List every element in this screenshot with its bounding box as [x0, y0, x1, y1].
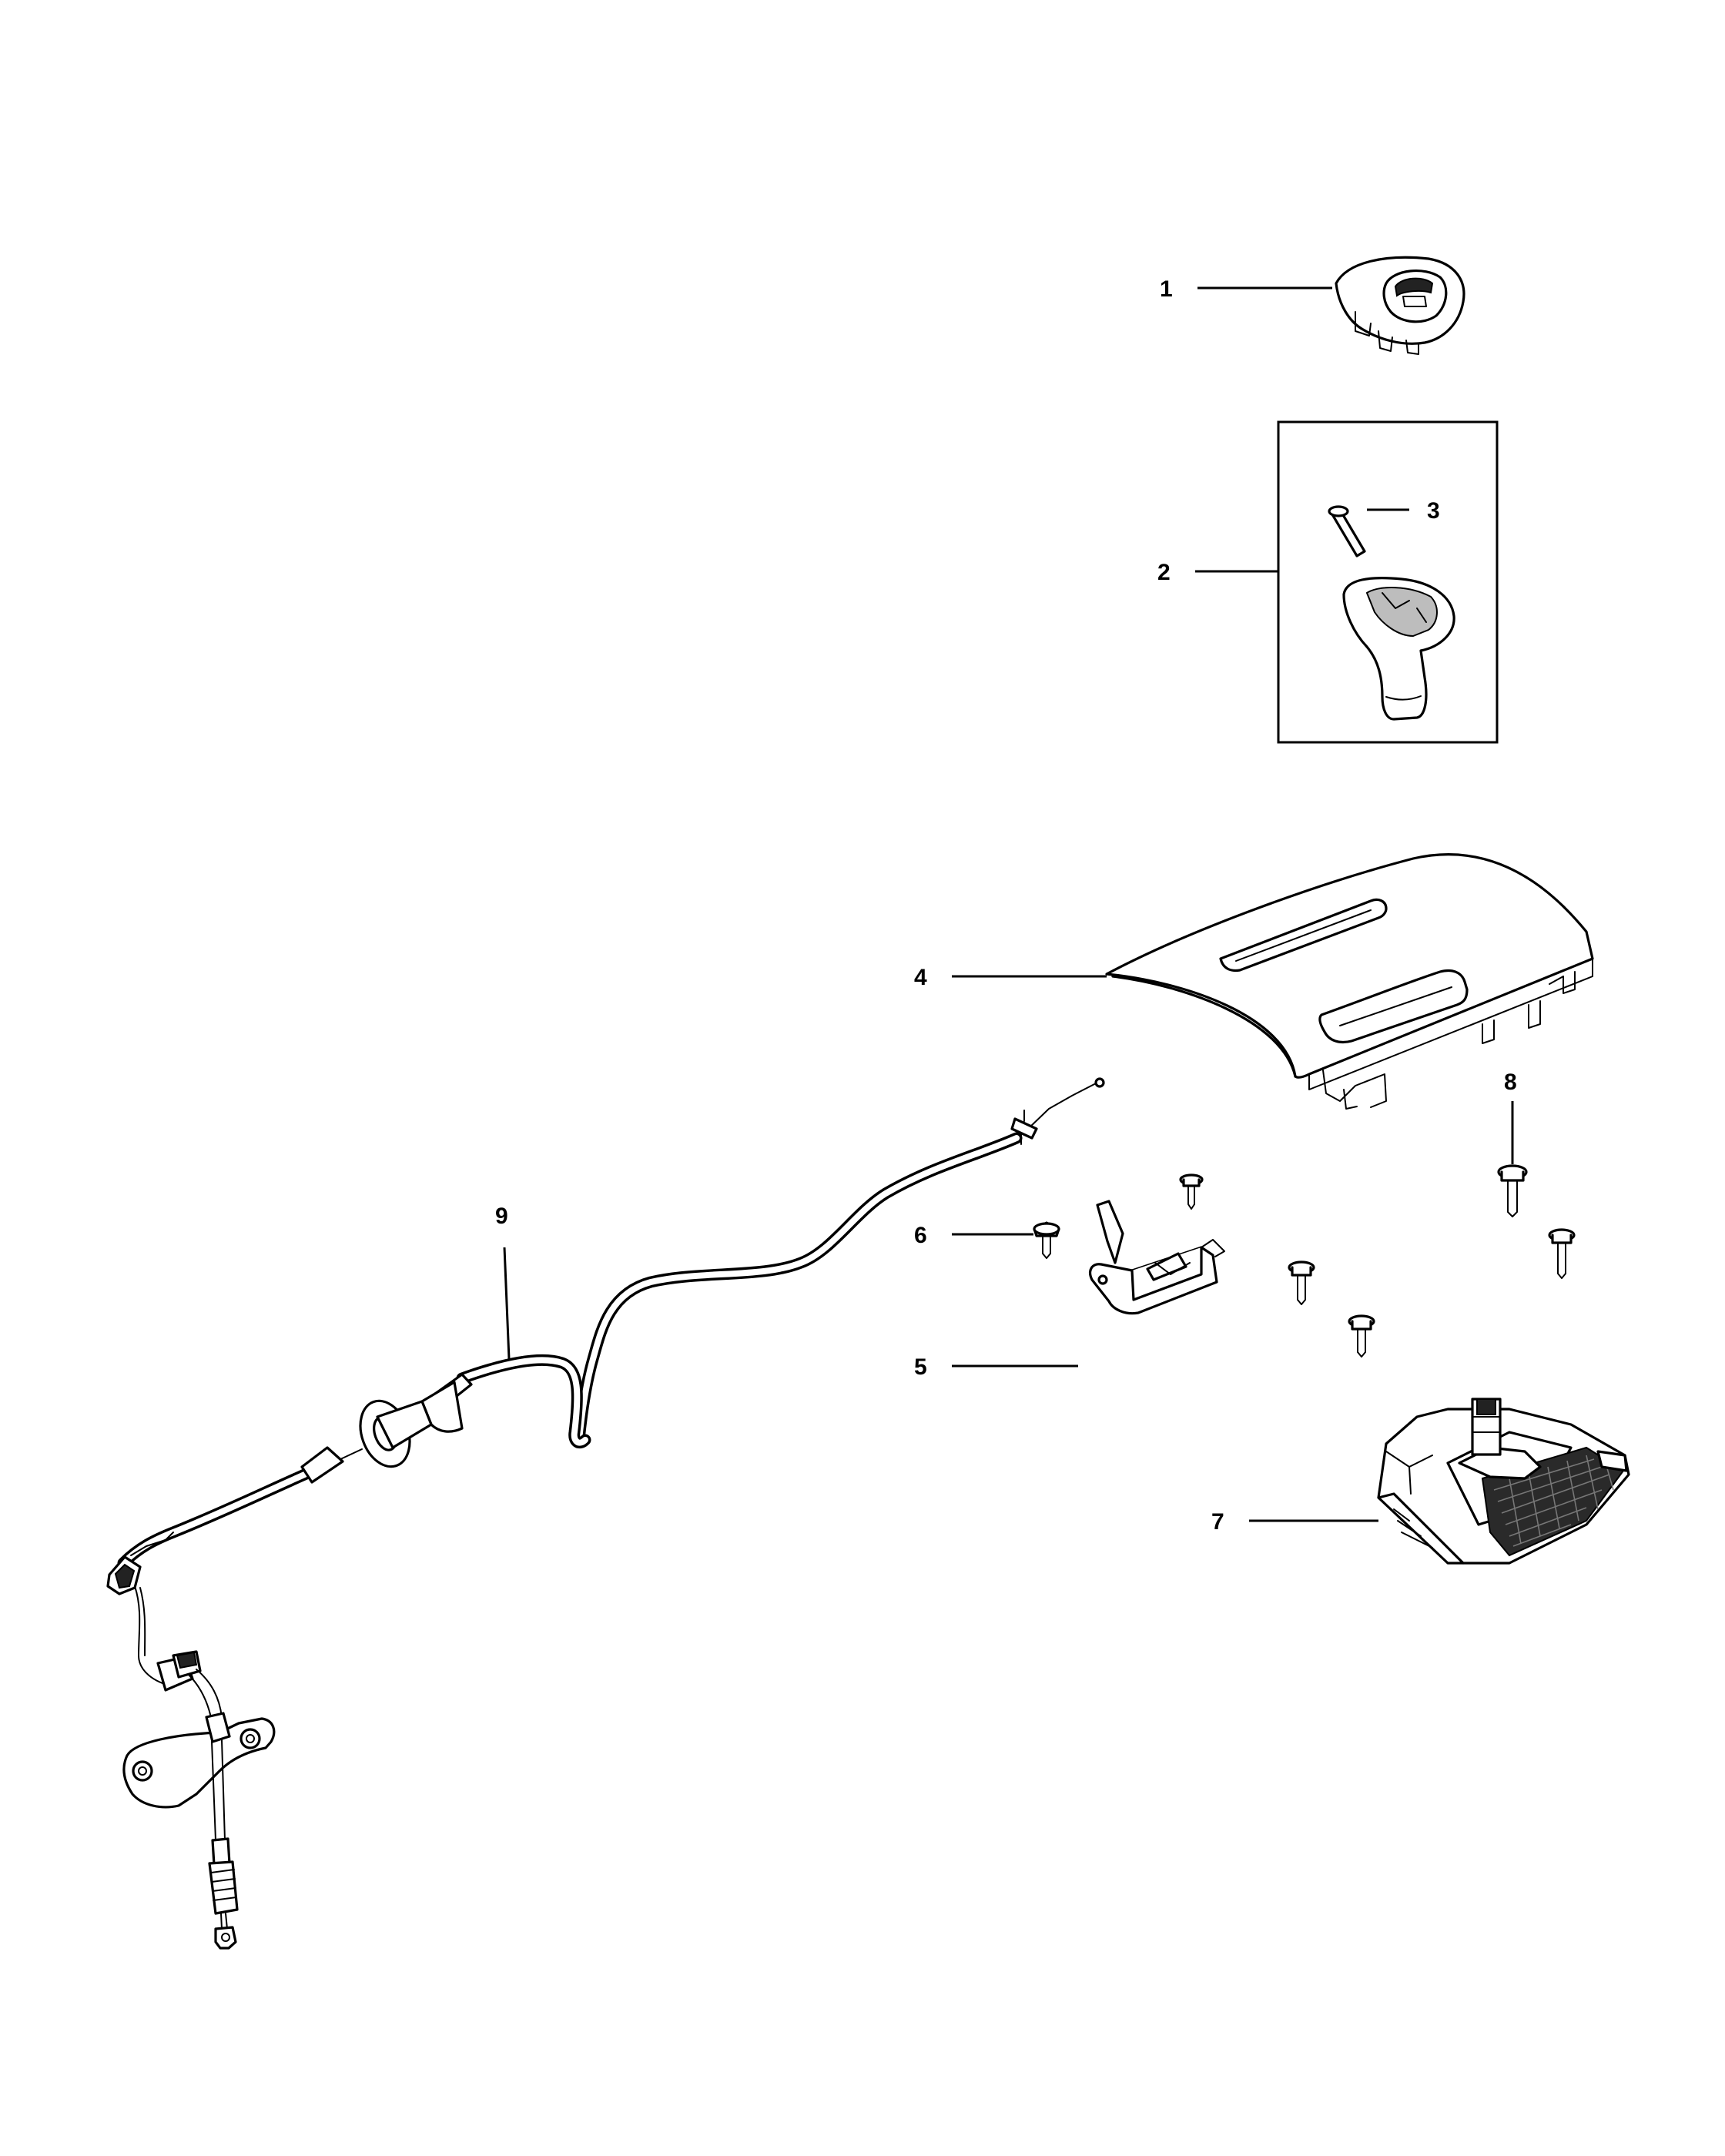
svg-text:4: 4: [914, 965, 927, 990]
callout-4: 4: [914, 965, 1107, 990]
part-7-shifter-assembly: [1377, 1398, 1630, 1565]
svg-text:8: 8: [1504, 1070, 1517, 1095]
part-5-bracket: [1089, 1200, 1225, 1315]
svg-text:1: 1: [1160, 276, 1173, 302]
screw: [1548, 1228, 1576, 1279]
callout-1: 1: [1160, 276, 1332, 302]
callout-6: 6: [914, 1223, 1033, 1248]
svg-text:3: 3: [1427, 498, 1440, 524]
svg-text:6: 6: [914, 1223, 927, 1248]
svg-text:9: 9: [495, 1204, 508, 1229]
callout-3: 3: [1367, 498, 1440, 524]
part-6-screw: [1033, 1221, 1060, 1259]
part-9-shift-cable: [106, 1077, 1105, 1950]
svg-text:2: 2: [1157, 560, 1171, 585]
svg-text:5: 5: [914, 1354, 927, 1380]
svg-text:7: 7: [1211, 1509, 1224, 1535]
screw: [1288, 1260, 1315, 1305]
part-4-console-bezel: [1105, 853, 1594, 1110]
callout-2: 2: [1157, 560, 1278, 585]
part-3-pin: [1328, 505, 1366, 557]
part-2-detail-box: [1277, 420, 1499, 744]
callout-8: 8: [1504, 1070, 1517, 1164]
screw: [1179, 1173, 1204, 1210]
screw: [1348, 1314, 1375, 1358]
part-8-screw: [1497, 1164, 1528, 1217]
part-1-shifter-bezel: [1335, 256, 1465, 355]
callout-9: 9: [495, 1204, 511, 1360]
part-2-shift-knob: [1342, 577, 1455, 721]
callout-7: 7: [1211, 1509, 1378, 1535]
callout-5: 5: [914, 1354, 1078, 1380]
